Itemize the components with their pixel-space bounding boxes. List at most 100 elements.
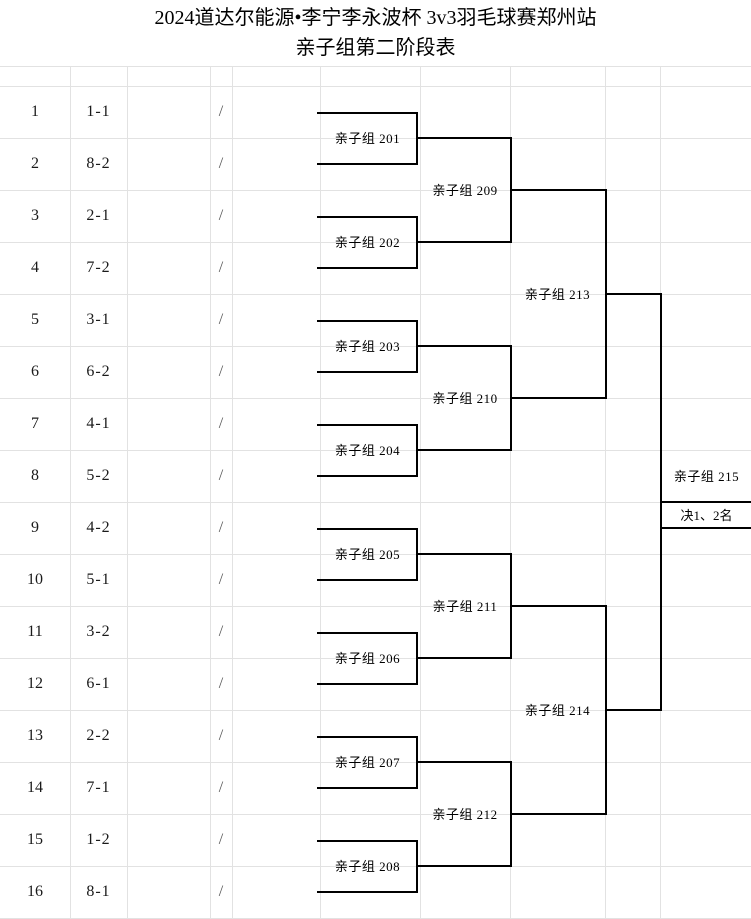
entry-placeholder-mark: /: [218, 207, 224, 224]
entry-index: 4: [31, 259, 39, 276]
round1-box-top: [317, 528, 418, 530]
grid-row-line: [0, 502, 751, 503]
entry-index: 13: [27, 727, 43, 744]
round1-match-label: 亲子组 201: [334, 131, 401, 146]
entry-index: 12: [27, 675, 43, 692]
title-line-1: 2024道达尔能源•李宁李永波杯 3v3羽毛球赛郑州站: [154, 7, 597, 29]
entry-seed-code: 6-2: [86, 363, 111, 380]
round3-match-label: 亲子组 213: [524, 286, 591, 302]
round1-box-bottom: [317, 267, 418, 269]
entry-index: 8: [31, 467, 39, 484]
round1-box-top: [317, 216, 418, 218]
entry-placeholder-mark: /: [218, 623, 224, 640]
entry-placeholder-mark: /: [218, 103, 224, 120]
round2-match-label: 亲子组 211: [432, 598, 498, 614]
round2-feed-line: [418, 137, 512, 139]
entry-seed-code: 5-1: [86, 571, 111, 588]
entry-placeholder-mark: /: [218, 883, 224, 900]
round1-match-label: 亲子组 208: [334, 859, 401, 874]
entry-placeholder-mark: /: [218, 727, 224, 744]
round2-feed-line: [418, 449, 512, 451]
round1-box-bottom: [317, 579, 418, 581]
round2-feed-line: [418, 241, 512, 243]
round1-box-bottom: [317, 787, 418, 789]
entry-placeholder-mark: /: [218, 571, 224, 588]
entry-seed-code: 3-2: [86, 623, 111, 640]
grid-row-line: [0, 554, 751, 555]
entry-seed-code: 4-2: [86, 519, 111, 536]
round1-match-label: 亲子组 207: [334, 755, 401, 770]
entry-placeholder-mark: /: [218, 155, 224, 172]
round1-box-top: [317, 424, 418, 426]
entry-seed-code: 8-1: [86, 883, 111, 900]
entry-index: 10: [27, 571, 43, 588]
round1-box-right: [416, 736, 418, 789]
entry-seed-code: 1-2: [86, 831, 111, 848]
entry-index: 15: [27, 831, 43, 848]
round1-box-bottom: [317, 683, 418, 685]
entry-seed-code: 1-1: [86, 103, 111, 120]
round2-feed-line: [418, 553, 512, 555]
title-line-2: 亲子组第二阶段表: [295, 37, 456, 59]
grid-column-line: [127, 66, 128, 919]
entry-placeholder-mark: /: [218, 467, 224, 484]
final-placement-note: 决1、2名: [680, 507, 733, 523]
grid-row-line: [0, 606, 751, 607]
entry-index: 2: [31, 155, 39, 172]
entry-index: 5: [31, 311, 39, 328]
entry-index: 6: [31, 363, 39, 380]
entry-placeholder-mark: /: [218, 519, 224, 536]
entry-index: 9: [31, 519, 39, 536]
grid-column-line: [510, 66, 511, 919]
entry-index: 14: [27, 779, 43, 796]
entry-seed-code: 8-2: [86, 155, 111, 172]
round3-feed-line: [510, 397, 607, 399]
grid-row-line: [0, 86, 751, 87]
round1-box-top: [317, 112, 418, 114]
grid-column-line: [70, 66, 71, 919]
grid-row-line: [0, 710, 751, 711]
round3-feed-line: [510, 813, 607, 815]
entry-index: 7: [31, 415, 39, 432]
entry-index: 11: [27, 623, 43, 640]
grid-row-line: [0, 762, 751, 763]
grid-row-line: [0, 190, 751, 191]
round1-match-label: 亲子组 204: [334, 443, 401, 458]
round1-box-top: [317, 320, 418, 322]
round1-box-right: [416, 528, 418, 581]
entry-seed-code: 2-2: [86, 727, 111, 744]
round2-feed-line: [418, 657, 512, 659]
grid-row-line: [0, 450, 751, 451]
grid-row-line: [0, 242, 751, 243]
entry-seed-code: 5-2: [86, 467, 111, 484]
round2-match-label: 亲子组 210: [432, 390, 498, 406]
entry-placeholder-mark: /: [218, 415, 224, 432]
entry-seed-code: 2-1: [86, 207, 111, 224]
round1-box-bottom: [317, 475, 418, 477]
grid-row-line: [0, 138, 751, 139]
round1-match-label: 亲子组 206: [334, 651, 401, 666]
round2-match-label: 亲子组 212: [432, 806, 498, 822]
grid-column-line: [605, 66, 606, 919]
entry-seed-code: 3-1: [86, 311, 111, 328]
final-match-label: 亲子组 215: [673, 468, 740, 484]
grid-row-line: [0, 814, 751, 815]
entry-placeholder-mark: /: [218, 779, 224, 796]
grid-row-line: [0, 346, 751, 347]
round2-feed-line: [418, 865, 512, 867]
round3-match-label: 亲子组 214: [524, 702, 591, 718]
round1-box-right: [416, 216, 418, 269]
grid-row-line: [0, 66, 751, 67]
final-feed-line: [605, 709, 662, 711]
round1-box-right: [416, 840, 418, 893]
entry-index: 16: [27, 883, 43, 900]
entry-seed-code: 4-1: [86, 415, 111, 432]
grid-column-line: [420, 66, 421, 919]
entry-seed-code: 6-1: [86, 675, 111, 692]
round1-match-label: 亲子组 202: [334, 235, 401, 250]
round1-box-bottom: [317, 371, 418, 373]
round3-feed-line: [510, 605, 607, 607]
final-note-underline: [660, 527, 751, 529]
grid-column-line: [210, 66, 211, 919]
